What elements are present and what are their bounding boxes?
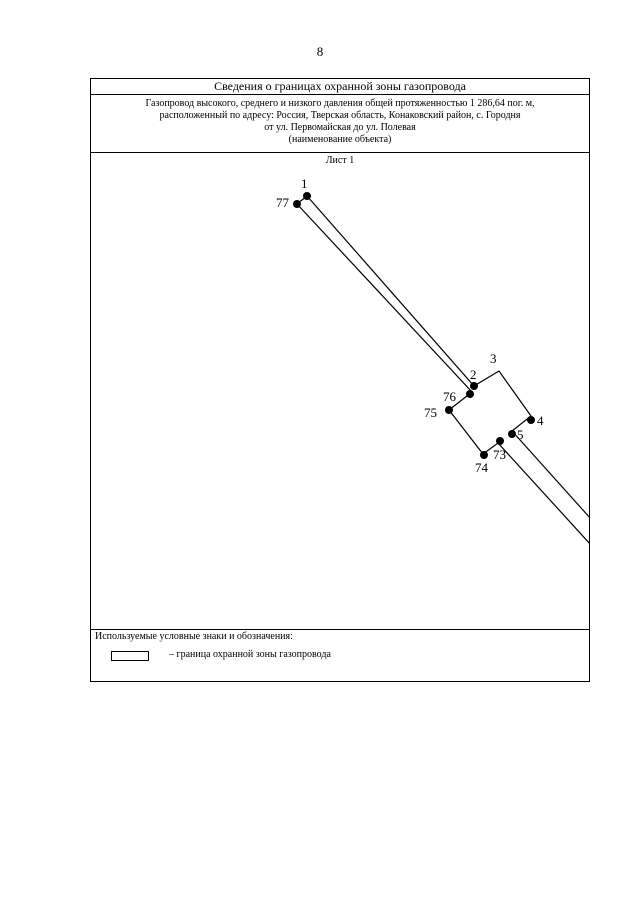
- point-3-label: 3: [490, 351, 497, 366]
- point-77-label: 77: [276, 195, 290, 210]
- point-75-label: 75: [424, 405, 437, 420]
- object-line-3: от ул. Первомайская до ул. Полевая: [264, 122, 416, 133]
- legend-item-text: – граница охранной зоны газопровода: [169, 649, 331, 660]
- point-2-label: 2: [470, 367, 477, 382]
- zone-boundary-upper: [306, 195, 532, 432]
- object-caption: (наименование объекта): [288, 134, 392, 145]
- point-1-label: 1: [301, 176, 308, 191]
- object-line-2: расположенный по адресу: Россия, Тверска…: [159, 110, 521, 121]
- zone-boundary-lower-strip: [511, 430, 589, 518]
- document-frame: Сведения о границах охранной зоны газопр…: [90, 78, 590, 682]
- object-line-1: Газопровод высокого, среднего и низкого …: [145, 98, 535, 109]
- sheet-label: Лист 1: [325, 155, 355, 166]
- zone-boundary-symbol: [111, 651, 149, 661]
- point-73-label: 73: [493, 447, 506, 462]
- point-4-label: 4: [537, 413, 544, 428]
- point-74-marker: [480, 451, 488, 459]
- zone-boundary-lower: [296, 203, 589, 544]
- legend-title: Используемые условные знаки и обозначени…: [95, 631, 293, 642]
- point-76-label: 76: [443, 389, 457, 404]
- object-description: Газопровод высокого, среднего и низкого …: [91, 95, 589, 153]
- point-73-marker: [496, 437, 504, 445]
- point-76-marker: [466, 390, 474, 398]
- point-2-marker: [470, 382, 478, 390]
- point-5-marker: [508, 430, 516, 438]
- point-75-marker: [445, 406, 453, 414]
- legend: Используемые условные знаки и обозначени…: [91, 629, 589, 683]
- page-number: 8: [316, 44, 324, 59]
- zone-map: 1 77 2 76 3 75 4 5 73 74: [276, 176, 589, 544]
- point-74-label: 74: [475, 460, 489, 475]
- point-1-marker: [303, 192, 311, 200]
- document-title: Сведения о границах охранной зоны газопр…: [91, 79, 589, 95]
- point-5-label: 5: [517, 427, 524, 442]
- point-4-marker: [527, 416, 535, 424]
- point-77-marker: [293, 200, 301, 208]
